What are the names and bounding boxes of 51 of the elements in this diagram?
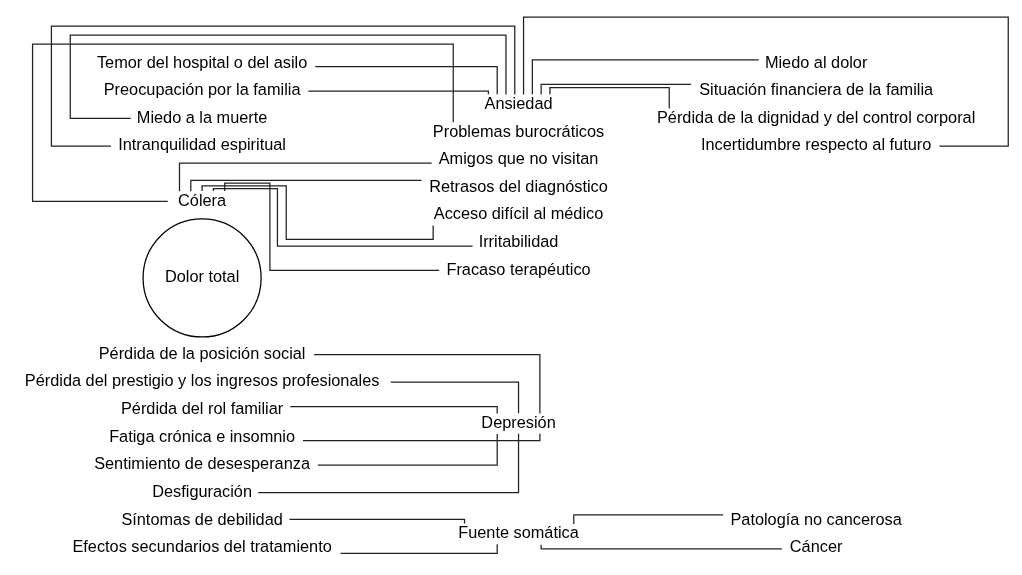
node-text: Pérdida del prestigio y los ingresos profesionales [24, 371, 380, 390]
connector [31, 43, 454, 202]
node-text: Depresión [481, 412, 556, 431]
connector [190, 179, 423, 192]
node-text: Incertidumbre respecto al futuro [700, 135, 932, 154]
node-text: Fuente somática [458, 523, 579, 542]
connector [307, 90, 490, 95]
node-text: Intranquilidad espiritual [118, 135, 286, 154]
connector [224, 182, 440, 272]
connector [201, 185, 434, 241]
node-text: Miedo al dolor [764, 52, 868, 71]
node-text: Amigos que no visitan [438, 149, 599, 168]
connector [390, 381, 520, 414]
connector [531, 59, 760, 95]
connector [288, 518, 466, 525]
connector [549, 87, 670, 110]
connector [302, 433, 541, 442]
node-text: Pérdida de la dignidad y del control corporal [656, 107, 976, 126]
node-text: Fracaso terapéutico [446, 259, 591, 278]
node-text: Síntomas de debilidad [121, 509, 283, 528]
connector [314, 65, 498, 95]
node-text: Patología no cancerosa [730, 509, 902, 528]
connector [540, 544, 783, 550]
node-text: Miedo a la muerte [136, 107, 268, 126]
connector [50, 25, 516, 147]
connector [212, 187, 474, 247]
node-text: Acceso difícil al médico [433, 204, 604, 223]
connector [540, 83, 692, 96]
node-text: Cólera [178, 190, 227, 209]
node-text: Problemas burocráticos [432, 121, 605, 140]
node-text: Desfiguración [152, 481, 252, 500]
node-text: Fatiga crónica e insomnio [109, 426, 296, 445]
connector [313, 353, 541, 415]
node-text: Irritabilidad [478, 232, 559, 251]
node-text: Sentimiento de desesperanza [94, 454, 311, 473]
connector [178, 162, 433, 192]
node-text: Pérdida de la posición social [98, 343, 306, 362]
connector [289, 406, 498, 415]
connector [69, 34, 507, 120]
connector [317, 433, 498, 466]
node-text: Situación financiera de la familia [699, 80, 934, 99]
node-text: Retrasos del diagnóstico [429, 176, 608, 195]
node-circle: Dolor total [142, 218, 262, 338]
node-text: Cáncer [789, 537, 843, 556]
node-text: Temor del hospital o del asilo [96, 52, 308, 71]
node-text: Ansiedad [484, 93, 553, 112]
node-text: Preocupación por la familia [103, 80, 301, 99]
node-text: Efectos secundarios del tratamiento [72, 537, 332, 556]
connector [522, 16, 1009, 147]
node-text: Pérdida del rol familiar [120, 399, 284, 418]
connector [257, 433, 520, 494]
